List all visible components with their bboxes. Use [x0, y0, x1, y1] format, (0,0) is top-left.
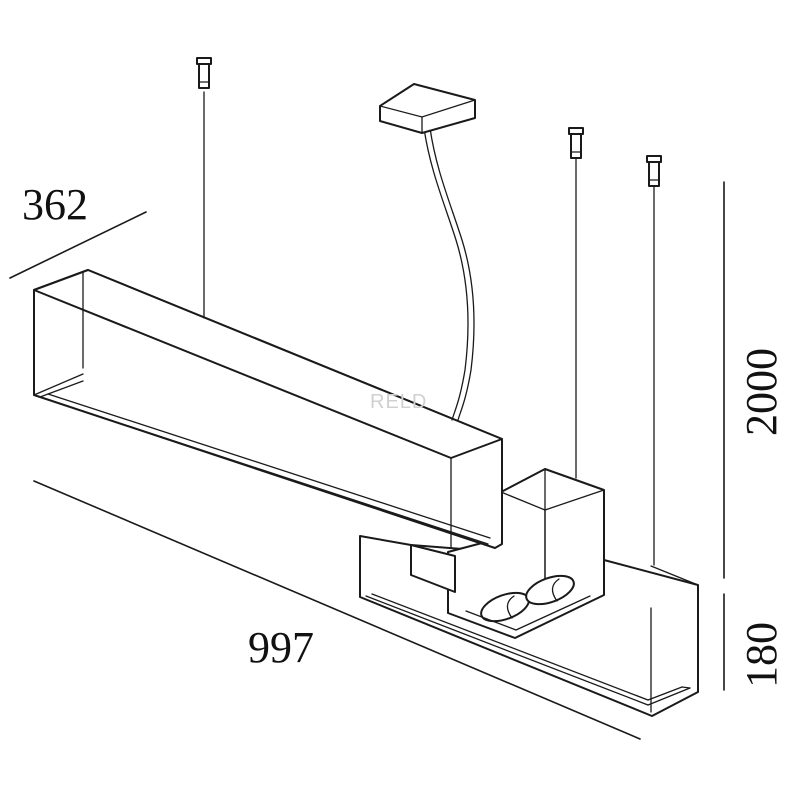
connector-block: [410, 544, 456, 593]
ceiling-anchors: [196, 57, 662, 187]
anchor-left: [196, 57, 212, 89]
anchor-right: [646, 155, 662, 187]
ceiling-canopy: [379, 83, 476, 134]
watermark: RELD: [370, 391, 427, 413]
main-upper-bar: [33, 269, 503, 549]
spot-module: [447, 468, 605, 639]
dimension-lines: [9, 181, 725, 740]
luminaire-height-label: 180: [737, 622, 786, 688]
anchor-middle: [568, 127, 584, 159]
suspension-wires: [203, 91, 655, 566]
length-dimension-line: [33, 480, 641, 740]
length-label: 997: [248, 623, 314, 672]
suspension-height-label: 2000: [737, 348, 786, 436]
depth-label: 362: [22, 180, 88, 229]
depth-dimension-line: [9, 211, 147, 279]
